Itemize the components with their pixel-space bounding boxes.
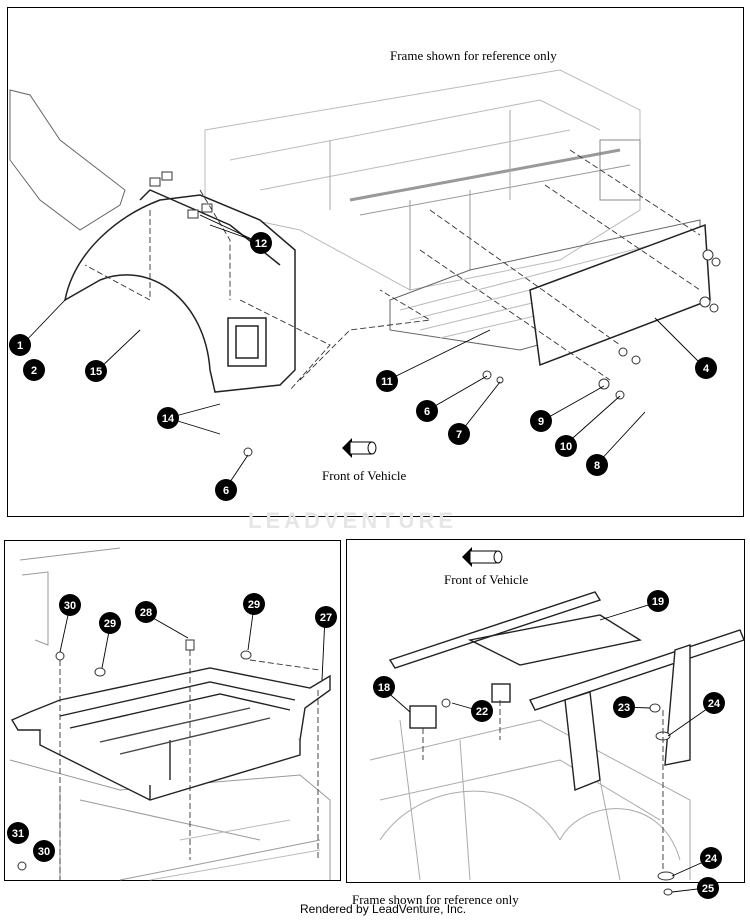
- svg-text:29: 29: [104, 618, 116, 630]
- reference-note-top: Frame shown for reference only: [390, 48, 557, 63]
- callout-15: [85, 360, 107, 382]
- svg-text:14: 14: [162, 413, 175, 425]
- svg-text:2: 2: [31, 365, 37, 377]
- svg-text:4: 4: [703, 363, 710, 375]
- callout-1: [9, 334, 31, 356]
- svg-text:24: 24: [708, 698, 721, 710]
- svg-text:22: 22: [476, 706, 488, 718]
- svg-text:27: 27: [320, 612, 332, 624]
- svg-text:25: 25: [702, 883, 714, 895]
- svg-text:6: 6: [424, 406, 430, 418]
- front-of-vehicle-arrow-top: [342, 438, 377, 458]
- svg-text:12: 12: [255, 238, 267, 250]
- callout-11: [376, 370, 398, 392]
- front-of-vehicle-label-top: Front of Vehicle: [322, 468, 407, 483]
- svg-text:31: 31: [12, 828, 24, 840]
- svg-text:30: 30: [38, 846, 50, 858]
- svg-text:29: 29: [248, 599, 260, 611]
- svg-text:18: 18: [378, 682, 390, 694]
- callout-12: [250, 232, 272, 254]
- callout-8: [586, 454, 608, 476]
- svg-text:24: 24: [705, 853, 718, 865]
- svg-text:19: 19: [652, 596, 664, 608]
- svg-text:6: 6: [223, 485, 229, 497]
- callout-4: [695, 357, 717, 379]
- callout-10: [555, 435, 577, 457]
- callout-14: [157, 407, 179, 429]
- svg-text:9: 9: [538, 416, 544, 428]
- front-of-vehicle-arrow-bottom: [462, 547, 503, 567]
- footer-credit: Rendered by LeadVenture, Inc.: [300, 902, 467, 916]
- svg-text:7: 7: [456, 429, 462, 441]
- callout-6a: [215, 479, 237, 501]
- front-of-vehicle-label-bottom: Front of Vehicle: [444, 572, 529, 587]
- svg-text:11: 11: [381, 376, 393, 388]
- svg-text:1: 1: [17, 340, 23, 352]
- bottom-left-callout-markers: [7, 593, 337, 862]
- svg-text:28: 28: [140, 607, 152, 619]
- callout-7: [448, 423, 470, 445]
- callout-6b: [416, 400, 438, 422]
- svg-text:8: 8: [594, 460, 600, 472]
- top-callout-markers: [9, 232, 717, 501]
- svg-text:30: 30: [64, 600, 76, 612]
- callout-9: [530, 410, 552, 432]
- callout-2: [23, 359, 45, 381]
- svg-text:10: 10: [560, 441, 572, 453]
- svg-text:15: 15: [90, 366, 102, 378]
- bottom-right-callout-markers: [373, 590, 725, 899]
- leadventure-watermark: LEADVENTURE: [248, 508, 458, 533]
- svg-text:23: 23: [618, 702, 630, 714]
- reference-note-bottom: Frame shown for reference only: [352, 892, 519, 907]
